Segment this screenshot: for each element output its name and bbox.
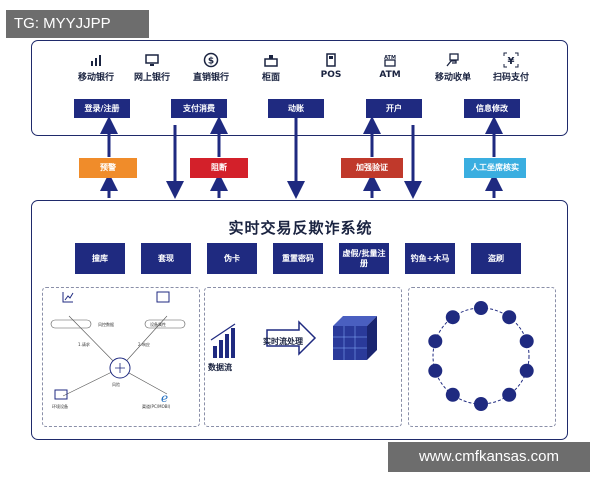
data-stream-chart-icon (213, 328, 235, 358)
channel-label: 网上银行 (133, 73, 170, 83)
ring-model-subpanel (408, 287, 556, 427)
channel-label: 柜面 (261, 73, 280, 83)
stream-graphic (210, 316, 377, 360)
channel-5: ATM ATM (355, 52, 425, 80)
watermark-bottom: www.cmfkansas.com (388, 442, 590, 472)
ring-node (474, 397, 488, 411)
channel-7: ¥ 扫码支付 (476, 52, 546, 83)
channel-label: ATM (379, 70, 401, 80)
arch-label-request: 1.请求 (78, 342, 90, 347)
device-icon (54, 389, 68, 400)
fraud-type-5: 钓鱼+木马 (405, 243, 455, 274)
fraud-type-2: 伪卡 (207, 243, 257, 274)
ring-node (428, 334, 443, 349)
channel-2: $ 直销银行 (176, 52, 246, 83)
arch-label-channel: 渠道(PC/MOBI) (142, 404, 171, 409)
arch-label-risk: 风险 (112, 382, 120, 387)
action-3: 开户 (366, 99, 422, 118)
dollar-coin-icon: $ (203, 52, 219, 68)
control-3: 人工坐席核实 (464, 158, 526, 178)
chart-icon (62, 292, 74, 303)
channel-6: 移动收单 (418, 52, 488, 83)
action-2: 动账 (268, 99, 324, 118)
monitor-icon (145, 54, 159, 66)
channel-label: 直销银行 (192, 73, 229, 83)
ring-node (502, 387, 517, 402)
ring-node (445, 310, 460, 325)
process-arrow-icon (266, 320, 317, 356)
fraud-type-0: 撞库 (75, 243, 125, 274)
process-label: 实时流处理 (263, 337, 303, 346)
channel-0: 移动银行 (61, 52, 131, 83)
channel-label: 扫码支付 (492, 73, 529, 83)
browser-e-icon: e (161, 391, 168, 405)
watermark-top: TG: MYYJJPP (6, 10, 149, 38)
atm-icon: ATM (384, 55, 396, 67)
ring-node (502, 310, 517, 325)
channel-4: POS (296, 52, 366, 80)
svg-text:$: $ (208, 57, 214, 67)
fraud-type-3: 重置密码 (273, 243, 323, 274)
svg-text:ATM: ATM (384, 55, 396, 61)
fraud-type-1: 套现 (141, 243, 191, 274)
stream-label: 数据流 (208, 363, 232, 372)
control-1: 阻断 (190, 158, 248, 178)
arch-label-device-attr: 设备属性 (150, 322, 166, 327)
control-0: 预警 (79, 158, 137, 178)
fraud-type-4: 虚假/批量注册 (339, 243, 389, 274)
channel-1: 网上银行 (117, 52, 187, 83)
action-1: 支付消费 (171, 99, 227, 118)
channel-label: POS (320, 70, 342, 80)
channel-panel (31, 40, 568, 136)
channel-label: 移动收单 (434, 73, 471, 83)
arch-label-risk-data: 风控数据 (98, 322, 114, 327)
ring-node (519, 363, 534, 378)
ring-node (428, 363, 443, 378)
channel-3: 柜面 (236, 52, 306, 83)
ring-node (474, 301, 488, 315)
action-0: 登录/注册 (74, 99, 130, 118)
control-2: 加强验证 (341, 158, 403, 178)
stream-processing-subpanel (204, 287, 402, 427)
yen-scan-icon: ¥ (503, 52, 519, 68)
server-icon (156, 291, 170, 303)
hand-card-icon (446, 53, 459, 67)
svg-text:¥: ¥ (508, 56, 515, 67)
ring-node (519, 334, 534, 349)
architecture-subpanel (42, 287, 200, 427)
system-title: 实时交易反欺诈系统 (228, 219, 373, 237)
fraud-type-6: 盗刷 (471, 243, 521, 274)
architecture-graphic: e (50, 291, 186, 405)
ring-path (432, 307, 530, 405)
counter-desk-icon (264, 55, 278, 67)
action-4: 信息修改 (464, 99, 520, 118)
arch-label-env-device: 环境设备 (52, 404, 68, 409)
bar-chart-icon (91, 55, 101, 66)
arch-label-response: 2.响应 (138, 342, 150, 347)
ring-node (445, 387, 460, 402)
channel-label: 移动银行 (77, 73, 114, 83)
ring-model-graphic (428, 301, 534, 411)
data-cube-icon (333, 316, 377, 360)
pos-terminal-icon (326, 53, 336, 67)
